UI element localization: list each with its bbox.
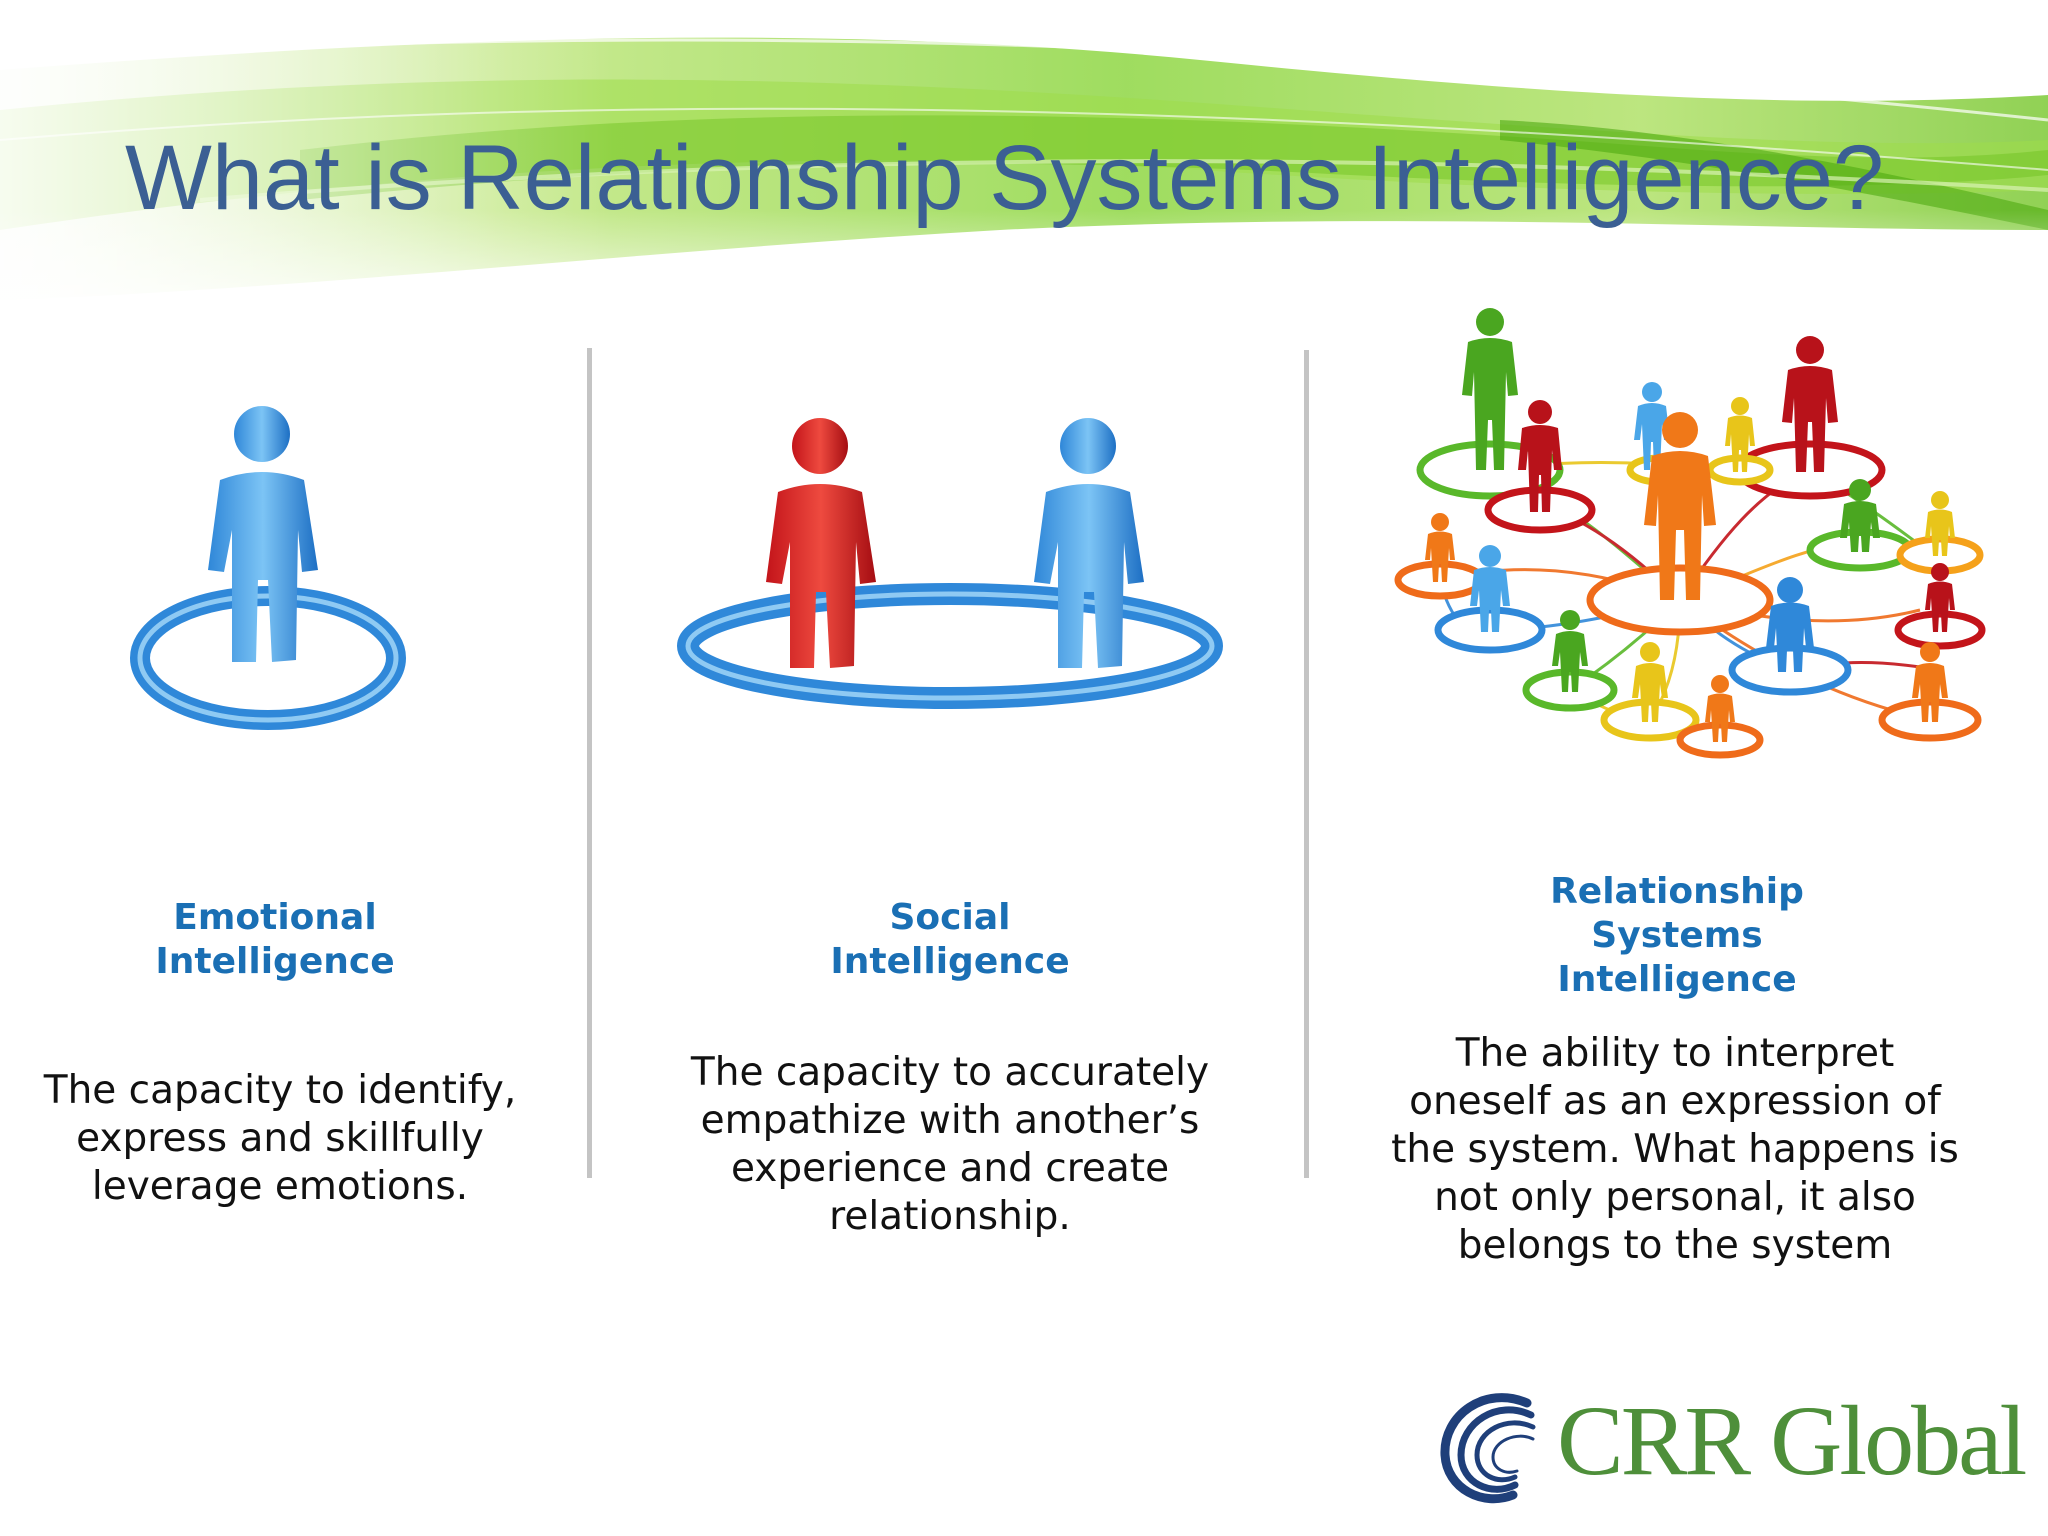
- description-line: The capacity to accurately: [690, 1050, 1210, 1095]
- relationship-systems-intelligence-heading: Relationship Systems Intelligence: [1477, 870, 1877, 1002]
- crr-global-swirl-icon: [1440, 1393, 1536, 1504]
- heading-line: Intelligence: [1557, 959, 1797, 1000]
- heading-line: Emotional: [173, 897, 377, 938]
- description-line: empathize with another’s: [700, 1098, 1200, 1143]
- description-line: experience and create: [730, 1146, 1170, 1191]
- emotional-intelligence-description: The capacity to identify, express and sk…: [20, 1067, 540, 1211]
- network-person-figures: [1425, 308, 1955, 742]
- heading-line: Systems: [1591, 915, 1763, 956]
- header-swoosh-decoration: [0, 0, 2048, 330]
- relationship-systems-intelligence-description: The ability to interpret oneself as an e…: [1360, 1030, 1990, 1270]
- emotional-intelligence-heading: Emotional Intelligence: [80, 896, 470, 984]
- slide-title: What is Relationship Systems Intelligenc…: [125, 127, 1885, 229]
- heading-line: Intelligence: [830, 941, 1070, 982]
- description-line: oneself as an expression of: [1409, 1079, 1941, 1124]
- description-line: express and skillfully: [76, 1116, 484, 1161]
- description-line: The capacity to identify,: [43, 1068, 517, 1113]
- description-line: The ability to interpret: [1455, 1031, 1895, 1076]
- description-line: belongs to the system: [1457, 1223, 1893, 1268]
- description-line: the system. What happens is: [1391, 1127, 1959, 1172]
- blue-person-icon: [208, 406, 318, 662]
- social-intelligence-description: The capacity to accurately empathize wit…: [670, 1049, 1230, 1241]
- description-line: relationship.: [829, 1194, 1071, 1239]
- person-on-ring-icon: [130, 406, 406, 730]
- description-line: leverage emotions.: [91, 1164, 469, 1209]
- column-divider: [587, 348, 592, 1178]
- social-intelligence-heading: Social Intelligence: [750, 896, 1150, 984]
- crr-global-logo: CRR Global: [1425, 1385, 2027, 1515]
- two-people-on-ring-icon: [677, 418, 1223, 709]
- heading-line: Relationship: [1550, 871, 1804, 912]
- logo-wordmark: CRR Global: [1557, 1385, 2027, 1496]
- heading-line: Intelligence: [155, 941, 395, 982]
- column-divider: [1304, 350, 1309, 1178]
- red-person-icon: [766, 418, 876, 668]
- people-network-icon: [1394, 308, 1986, 759]
- description-line: not only personal, it also: [1434, 1175, 1916, 1220]
- blue-person-icon: [1034, 418, 1144, 668]
- heading-line: Social: [889, 897, 1011, 938]
